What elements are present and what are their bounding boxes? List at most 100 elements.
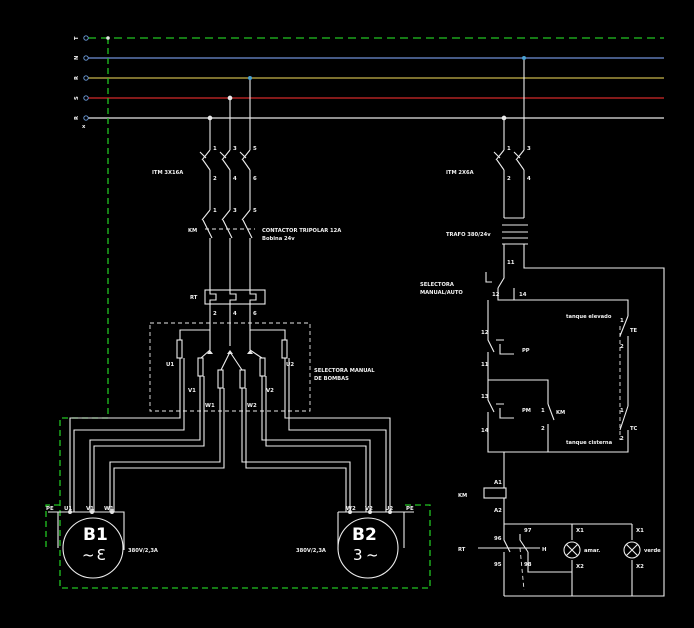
rt-term-2: 2 — [213, 311, 217, 317]
bus-label-t: T — [74, 36, 80, 40]
te-term-1: 1 — [620, 318, 624, 324]
selector-manual-auto: SELECTORA MANUAL/AUTO 11 12 14 — [420, 260, 629, 330]
control-breaker: ITM 2X6A 1 3 2 4 — [446, 146, 531, 218]
te-label: tanque elevado — [566, 314, 612, 320]
itm-term-3: 3 — [233, 146, 237, 152]
km-hold-term-1: 1 — [541, 408, 545, 414]
lamp-amber-x2: X2 — [576, 564, 584, 570]
itm-term-5: 5 — [253, 146, 257, 152]
pm-tag: PM — [522, 408, 531, 414]
motor-b2: B2 3 ~ 380V/2,3A W2 V2 U2 PE — [296, 506, 414, 579]
motor-b2-rating: 380V/2,3A — [296, 548, 326, 554]
pp-tag: PP — [522, 348, 530, 354]
itm-power-label: ITM 3X16A — [152, 170, 183, 176]
start-button-pm: PM 13 14 KM 1 2 — [481, 379, 565, 453]
trafo-label: TRAFO 380/24v — [446, 232, 491, 238]
itm-term-4: 4 — [233, 176, 237, 182]
itm-term-2: 2 — [213, 176, 217, 182]
motor-b2-name: B2 — [352, 525, 377, 545]
rt-aux-term-h: H — [542, 547, 547, 553]
te-term-2: 2 — [620, 344, 624, 350]
motor-b2-term-v2: V2 — [365, 506, 373, 512]
motor-b2-term-u2: U2 — [385, 506, 393, 512]
motor-b2-term-pe: PE — [406, 506, 414, 512]
itm-control-term-4: 4 — [527, 176, 531, 182]
power-breaker: ITM 3X16A 1 3 5 2 4 6 — [152, 146, 257, 210]
pm-term-14: 14 — [481, 428, 489, 434]
rt-term-4: 4 — [233, 311, 237, 317]
motor-b1: B1 ~ 3 380V/2,3A PE U1 V1 W1 — [46, 506, 158, 579]
contactor-term-5: 5 — [253, 208, 257, 214]
rt-aux-term-98: 98 — [524, 562, 532, 568]
motor-b2-symbol: ~ — [366, 546, 379, 564]
pp-term-12: 12 — [481, 330, 489, 336]
power-feeders — [207, 76, 252, 150]
tc-tag: TC — [630, 426, 638, 432]
bus-label-n: N — [74, 56, 80, 60]
lamp-green-x2: X2 — [636, 564, 644, 570]
selector-label2: DE BOMBAS — [314, 376, 349, 382]
power-contactor: KM CONTACTOR TRIPOLAR 12A Bobina 24v 1 3… — [188, 208, 341, 290]
rt-aux-tag: RT — [458, 547, 466, 553]
bus-mark: x — [82, 124, 86, 130]
contactor-term-1: 1 — [213, 208, 217, 214]
pm-term-13: 13 — [481, 394, 489, 400]
contactor-tag: KM — [188, 228, 197, 234]
selector-term-12: 12 — [492, 292, 500, 298]
lamp-amber-x1: X1 — [576, 528, 584, 534]
selector-tag: SELECTORA — [420, 282, 454, 288]
lamp-green-label: verde — [644, 548, 661, 554]
motor-b1-term-pe: PE — [46, 506, 54, 512]
itm-control-term-2: 2 — [507, 176, 511, 182]
selector-term-v1: V1 — [188, 388, 196, 394]
pp-term-11: 11 — [481, 362, 489, 368]
km-hold-term-2: 2 — [541, 426, 545, 432]
motor-b1-term-u1: U1 — [64, 506, 72, 512]
rt-term-6: 6 — [253, 311, 257, 317]
motor-b1-rating: 380V/2,3A — [128, 548, 158, 554]
rt-aux-term-96: 96 — [494, 536, 502, 542]
tc-label: tanque cisterna — [566, 440, 613, 446]
control-feeders — [501, 56, 526, 150]
selector-term-u2: U2 — [286, 362, 294, 368]
pump-selector: SELECTORA MANUAL DE BOMBAS U1 V1 W1 W2 V… — [149, 304, 375, 412]
selector-term-v2: V2 — [266, 388, 274, 394]
itm-control-label: ITM 2X6A — [446, 170, 474, 176]
selector-term-u1: U1 — [166, 362, 174, 368]
motor-b2-phase: 3 — [353, 546, 363, 564]
motor-feed-wires — [69, 358, 391, 512]
itm-term-6: 6 — [253, 176, 257, 182]
thermal-relay: RT 2 4 6 — [190, 289, 266, 317]
motor-b1-phase: 3 — [96, 546, 106, 564]
tc-term-2: 2 — [620, 436, 624, 442]
coil-tag: KM — [458, 493, 467, 499]
motor-b1-symbol: ~ — [82, 546, 95, 564]
control-transformer: TRAFO 380/24v — [446, 217, 665, 597]
itm-term-1: 1 — [213, 146, 217, 152]
selector-term-14: 14 — [519, 292, 527, 298]
selector-term-w1: W1 — [205, 403, 215, 409]
bus-bars: T N R S R x — [74, 35, 664, 130]
rt-aux-term-97: 97 — [524, 528, 532, 534]
coil-term-a1: A1 — [494, 480, 502, 486]
motor-b2-term-w2: W2 — [346, 506, 356, 512]
lamp-amber-label: amar. — [584, 548, 600, 554]
bus-label-r2: R — [74, 116, 80, 120]
selector-tag2: MANUAL/AUTO — [420, 290, 463, 296]
km-hold-tag: KM — [556, 410, 565, 416]
te-tag: TE — [630, 328, 638, 334]
itm-control-term-1: 1 — [507, 146, 511, 152]
lamp-green-x1: X1 — [636, 528, 644, 534]
contactor-label: CONTACTOR TRIPOLAR 12A — [262, 228, 341, 234]
contactor-coil: Bobina 24v — [262, 236, 295, 242]
motor-b1-term-w1: W1 — [104, 506, 114, 512]
contactor-term-3: 3 — [233, 208, 237, 214]
itm-control-term-3: 3 — [527, 146, 531, 152]
contactor-coil: KM A1 A2 — [458, 452, 507, 534]
motor-b1-term-v1: V1 — [86, 506, 94, 512]
selector-term-w2: W2 — [247, 403, 257, 409]
rt-tag: RT — [190, 295, 198, 301]
stop-button-pp: PP 12 11 — [481, 330, 530, 380]
bus-label-r: R — [74, 76, 80, 80]
